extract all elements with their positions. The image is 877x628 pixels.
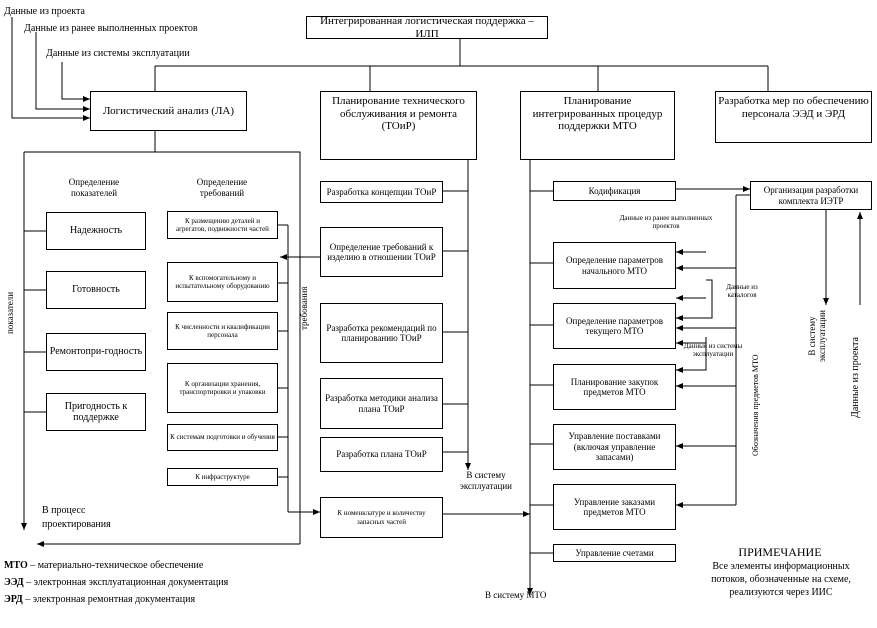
requirement-personnel: К численности и квалификации персонала <box>167 312 278 350</box>
tor-method-box: Разработка методики анализа плана ТОиР <box>320 378 443 429</box>
tor-box: Планирование технического обслуживания и… <box>320 91 477 160</box>
requirement-storage: К организации хранения, транспортировки … <box>167 363 278 413</box>
requirement-placement: К размещению деталей и агрегатов, подвиж… <box>167 211 278 239</box>
note-text: Все элементы информационных потоков, обо… <box>711 561 851 598</box>
spare-parts-box: К номенклатуре и количеству запасных час… <box>320 497 443 538</box>
indicator-availability: Готовность <box>46 271 146 309</box>
project-data-label: Данные из проекта <box>4 6 85 17</box>
eed-to-operation-label: В систему эксплуатации <box>807 310 827 362</box>
current-mto-box: Определение параметров текущего МТО <box>553 303 676 349</box>
note-title: ПРИМЕЧАНИЕ <box>738 545 822 559</box>
tor-concept-box: Разработка концепции ТОиР <box>320 181 443 203</box>
tor-plan-box: Разработка плана ТОиР <box>320 437 443 472</box>
ilp-box: Интегрированная логистическая поддержка … <box>306 16 548 39</box>
indicators-side-label: показатели <box>5 291 15 334</box>
data-completed-label: Данные из ранее выполненных проектов <box>619 214 713 231</box>
requirements-heading: Определение требований <box>196 177 248 198</box>
legend-eed: ЭЭД – электронная эксплуатационная докум… <box>4 577 228 589</box>
procurement-box: Планирование закупок предметов МТО <box>553 364 676 410</box>
indicator-supportability: Пригодность к поддержке <box>46 393 146 431</box>
legend-mto-abbr: МТО <box>4 560 28 571</box>
accounts-box: Управление счетами <box>553 544 676 562</box>
initial-mto-box: Определение параметров начального МТО <box>553 242 676 289</box>
eed-box: Разработка мер по обеспечению персонала … <box>715 91 872 143</box>
legend-erd-abbr: ЭРД <box>4 594 23 605</box>
requirements-side-label: требования <box>299 286 309 330</box>
legend-eed-text: – электронная эксплуатационная документа… <box>23 577 229 588</box>
indicator-maintainability: Ремонтопри-годность <box>46 333 146 371</box>
legend-mto-text: – материально-техническое обеспечение <box>27 560 204 571</box>
ietr-org-box: Организация разработки комплекта ИЭТР <box>750 181 872 210</box>
codification-box: Кодификация <box>553 181 676 201</box>
requirement-equipment: К вспомогательному и испытательному обор… <box>167 262 278 302</box>
tor-requirements-box: Определение требований к изделию в отнош… <box>320 227 443 277</box>
data-catalogs-label: Данные из каталогов <box>726 283 758 300</box>
data-operation-label: Данные из системы эксплуатации <box>683 342 743 359</box>
requirement-infrastructure: К инфраструктуре <box>167 468 278 486</box>
design-process-label: В процесс проектирования <box>42 505 111 530</box>
operation-data-label: Данные из системы эксплуатации <box>46 48 190 59</box>
legend-mto: МТО – материально-техническое обеспечени… <box>4 560 203 572</box>
orders-box: Управление заказами предметов МТО <box>553 484 676 530</box>
to-mto-system-label: В систему МТО <box>485 590 547 600</box>
indicator-reliability: Надежность <box>46 212 146 250</box>
legend-erd: ЭРД – электронная ремонтная документация <box>4 594 195 606</box>
tor-recommendations-box: Разработка рекомендаций по планированию … <box>320 303 443 363</box>
mto-box: Планирование интегрированных процедур по… <box>520 91 675 160</box>
completed-projects-label: Данные из ранее выполненных проектов <box>24 23 198 34</box>
tor-to-operation-label: В систему эксплуатации <box>460 470 512 491</box>
eed-from-project-label: Данные из проекта <box>850 337 861 418</box>
deliveries-box: Управление поставками (включая управлени… <box>553 424 676 470</box>
indicators-heading: Определение показателей <box>68 177 120 198</box>
designation-side-label: Обозначения предметов МТО <box>751 354 760 456</box>
la-box: Логистический анализ (ЛА) <box>90 91 247 131</box>
legend-erd-text: – электронная ремонтная документация <box>22 594 196 605</box>
legend-eed-abbr: ЭЭД <box>4 577 24 588</box>
requirement-training: К системам подготовки и обучения <box>167 424 278 451</box>
